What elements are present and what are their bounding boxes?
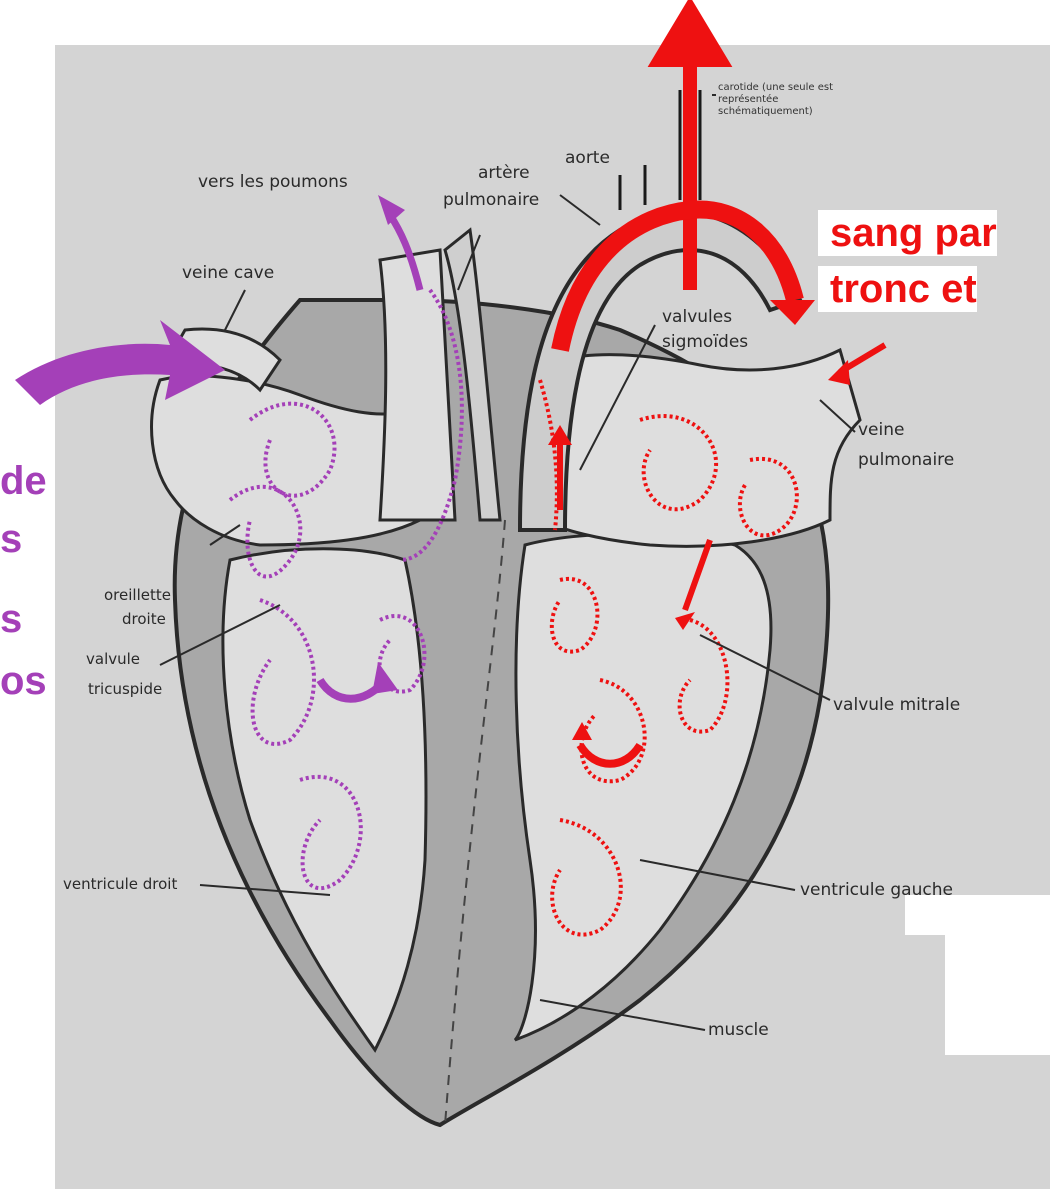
purple-line: os xyxy=(0,655,47,707)
purple-line: s xyxy=(0,593,22,645)
label-ventricule-gauche: ventricule gauche xyxy=(800,880,953,900)
scan-patch xyxy=(905,895,1050,935)
label-carotide: carotide (une seule est représentée sché… xyxy=(718,82,868,118)
label-sigmoides: sigmoïdes xyxy=(662,332,748,352)
label-vers-les-poumons: vers les poumons xyxy=(198,172,348,192)
label-muscle: muscle xyxy=(708,1020,769,1040)
label-tricuspide: tricuspide xyxy=(88,680,162,698)
purple-line: s xyxy=(0,513,22,565)
scan-patch xyxy=(945,935,1050,1055)
red-overlay-line2: tronc et xyxy=(818,266,977,312)
label-oreillette: oreillette xyxy=(104,586,171,604)
label-valvules: valvules xyxy=(662,307,732,327)
label-droite: droite xyxy=(122,610,166,628)
label-ventricule-droit: ventricule droit xyxy=(63,875,177,893)
label-valvule-mitrale: valvule mitrale xyxy=(833,695,960,715)
label-aorte: aorte xyxy=(565,148,610,168)
purple-line: de xyxy=(0,455,47,507)
label-veine: veine xyxy=(858,420,904,440)
label-artere: artère xyxy=(478,163,530,183)
label-pulmonaire: pulmonaire xyxy=(443,190,539,210)
label-veine-pulmonaire: pulmonaire xyxy=(858,450,954,470)
label-veine-cave: veine cave xyxy=(182,263,274,283)
label-valvule: valvule xyxy=(86,650,140,668)
red-overlay-line1: sang par xyxy=(818,210,997,256)
